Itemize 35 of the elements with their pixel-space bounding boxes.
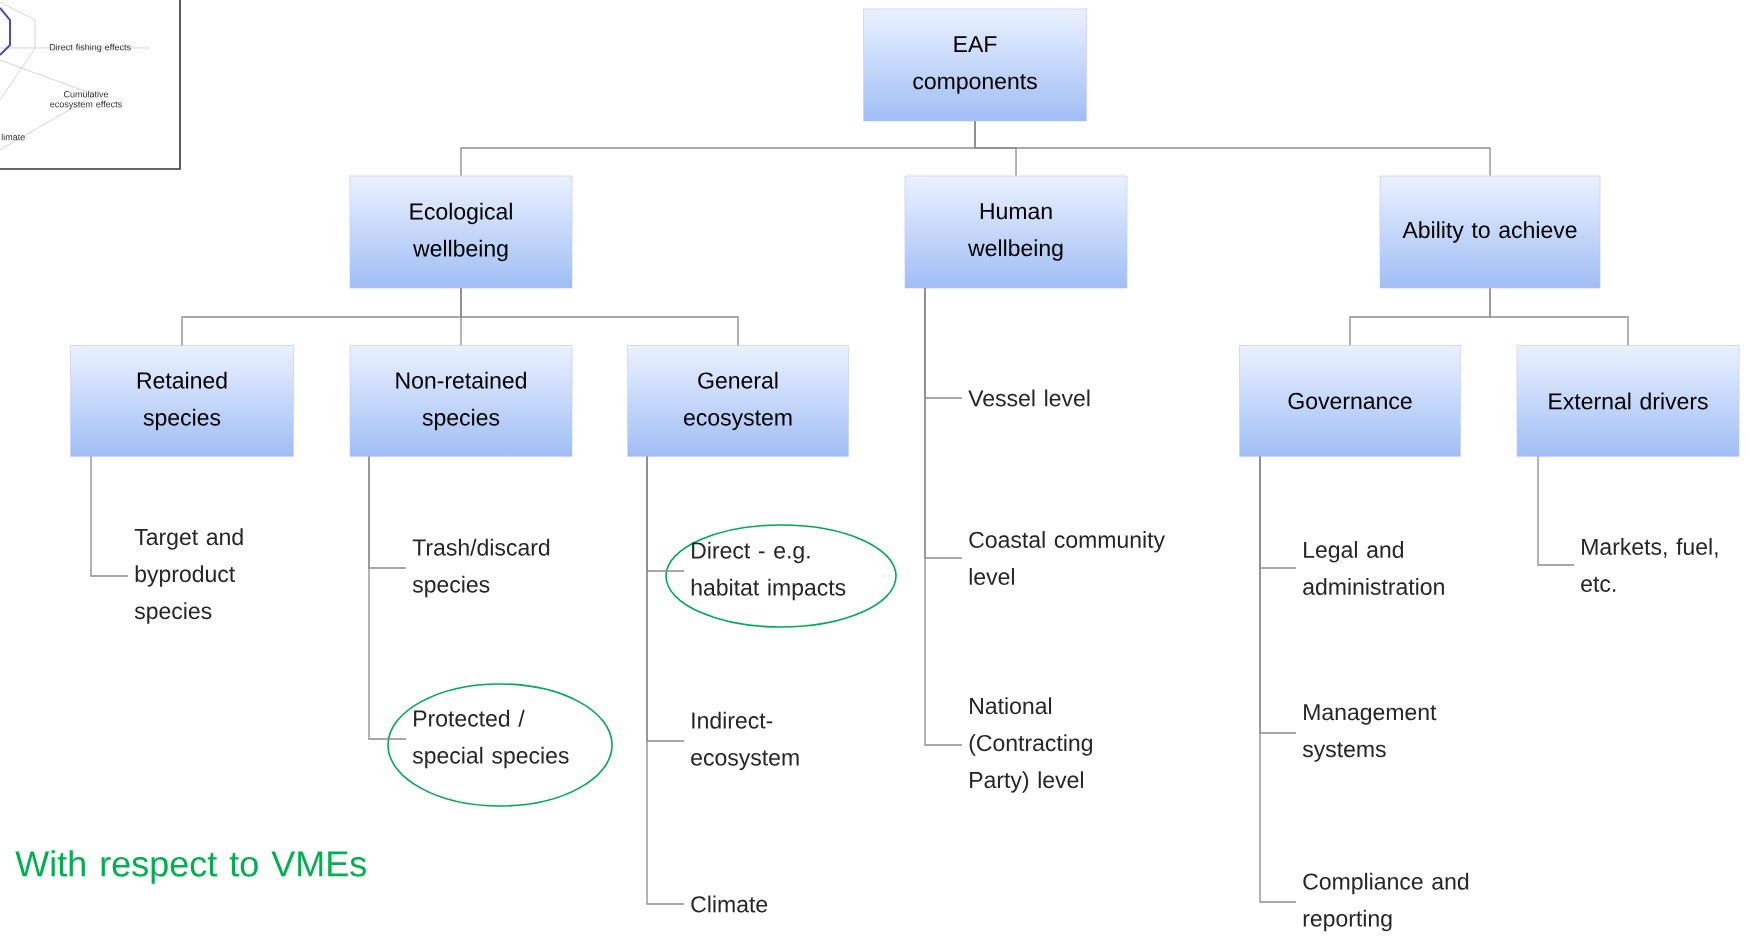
- connector-line: [924, 287, 963, 746]
- item-text: Target and byproduct species: [134, 528, 243, 624]
- item-text: Direct - e.g. habitat impacts: [691, 541, 846, 601]
- category-box: EAF components: [863, 8, 1087, 122]
- category-box: Ability to achieve: [1379, 175, 1601, 289]
- item-text: Markets, fuel, etc.: [1581, 538, 1718, 592]
- connector-line: [460, 287, 739, 346]
- item-text: Compliance and reporting: [1303, 872, 1469, 932]
- item-text: Coastal community level: [969, 531, 1165, 585]
- item-text: Trash/discard species: [412, 538, 550, 598]
- connector-line: [1259, 455, 1297, 903]
- category-box: Governance: [1239, 345, 1461, 457]
- category-box: Non-retained species: [349, 345, 573, 457]
- connector-line: [974, 120, 1491, 177]
- note-text: With respect to VMEs: [15, 850, 366, 884]
- axis-label: limate: [1, 133, 25, 141]
- item-text: Climate: [691, 895, 768, 913]
- connector-line: [90, 455, 129, 577]
- category-box: Human wellbeing: [904, 175, 1128, 289]
- axis-label: Cumulative ecosystem effects: [50, 90, 122, 110]
- item-text: Protected / special species: [412, 709, 569, 769]
- category-box: External drivers: [1516, 345, 1740, 457]
- item-text: Indirect- ecosystem: [691, 711, 799, 771]
- item-text: Management systems: [1302, 704, 1437, 762]
- item-text: Vessel level: [968, 389, 1090, 407]
- category-box: Ecological wellbeing: [349, 175, 573, 289]
- connector-line: [1489, 287, 1629, 346]
- category-box: Retained species: [70, 345, 294, 457]
- connector-line: [368, 455, 407, 740]
- item-text: National (Contracting Party) level: [969, 697, 1092, 793]
- item-text: Legal and administration: [1303, 541, 1444, 595]
- connector-line: [646, 455, 685, 905]
- connector-line: [1537, 455, 1575, 566]
- category-box: General ecosystem: [627, 345, 849, 457]
- axis-label: Direct fishing effects: [49, 43, 131, 53]
